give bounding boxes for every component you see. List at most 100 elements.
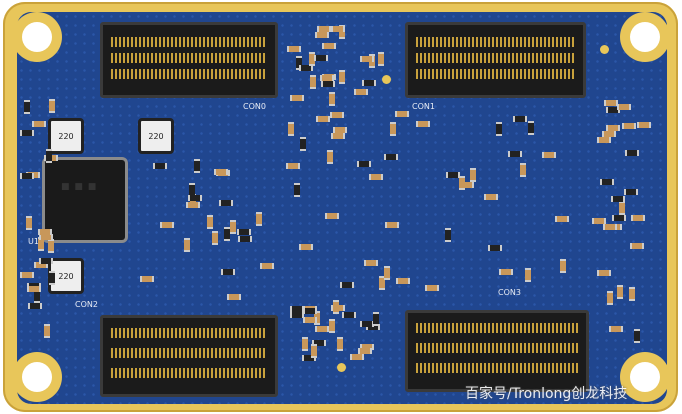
capacitor — [336, 336, 343, 351]
capacitor — [259, 263, 274, 270]
capacitor — [320, 74, 335, 81]
capacitor — [321, 42, 336, 49]
watermark: 百家号/Tronlong创龙科技 — [465, 386, 628, 402]
capacitor — [302, 337, 309, 352]
capacitor — [160, 222, 175, 229]
capacitor — [338, 69, 345, 84]
resistor — [362, 79, 377, 86]
resistor — [611, 215, 626, 222]
capacitor — [316, 26, 331, 33]
resistor — [302, 308, 317, 315]
capacitor — [184, 238, 191, 253]
resistor — [610, 195, 625, 202]
resistor — [290, 312, 305, 319]
capacitor — [591, 217, 606, 224]
resistor — [220, 268, 235, 275]
capacitor — [389, 121, 396, 136]
resistor — [512, 116, 527, 123]
capacitor — [559, 259, 566, 274]
capacitor — [554, 215, 569, 222]
capacitor — [458, 176, 465, 191]
resistor — [372, 311, 379, 326]
capacitor — [396, 278, 411, 285]
capacitor — [27, 286, 42, 293]
resistor — [48, 270, 55, 285]
test-pad — [600, 45, 609, 54]
resistor — [294, 182, 301, 197]
connector-top-left — [100, 22, 278, 98]
capacitor — [43, 323, 50, 338]
capacitor — [606, 125, 621, 132]
capacitor — [617, 104, 632, 111]
capacitor — [326, 149, 333, 164]
resistor — [27, 303, 42, 310]
capacitor — [364, 259, 379, 266]
capacitor — [425, 285, 440, 292]
capacitor — [519, 162, 526, 177]
capacitor — [26, 215, 33, 230]
resistor — [188, 194, 203, 201]
resistor — [339, 282, 354, 289]
capacitor — [618, 200, 625, 215]
capacitor — [469, 168, 476, 183]
capacitor — [357, 348, 372, 355]
capacitor — [606, 291, 613, 306]
resistor — [356, 160, 371, 167]
mounting-hole — [12, 12, 62, 62]
connector-label: CON3 — [498, 288, 521, 297]
capacitor — [314, 32, 329, 39]
resistor — [223, 227, 230, 242]
resistor — [314, 55, 329, 62]
capacitor — [48, 99, 55, 114]
capacitor — [325, 212, 340, 219]
capacitor — [629, 243, 644, 250]
capacitor — [602, 224, 617, 231]
resistor — [312, 339, 327, 346]
capacitor — [498, 268, 513, 275]
test-pad — [337, 363, 346, 372]
resistor — [623, 189, 638, 196]
chip-label: U1 — [28, 237, 39, 246]
capacitor — [207, 214, 214, 229]
capacitor — [288, 121, 295, 136]
capacitor — [332, 299, 339, 314]
resistor — [359, 321, 374, 328]
capacitor — [541, 151, 556, 158]
capacitor — [604, 100, 619, 106]
capacitor — [329, 318, 336, 333]
capacitor — [140, 276, 155, 283]
connector-label: CON1 — [412, 102, 435, 111]
capacitor — [368, 174, 383, 181]
resistor — [605, 107, 620, 114]
capacitor — [377, 51, 384, 66]
resistor — [299, 64, 314, 71]
capacitor — [630, 215, 645, 222]
resistor — [46, 148, 53, 163]
capacitor — [314, 325, 329, 332]
capacitor — [353, 88, 368, 95]
resistor — [496, 121, 503, 136]
capacitor — [384, 221, 399, 228]
resistor — [20, 129, 35, 136]
connector-bottom-right — [405, 310, 589, 392]
mounting-hole — [12, 352, 62, 402]
capacitor — [602, 130, 617, 137]
resistor — [300, 137, 307, 152]
capacitor — [328, 92, 335, 107]
resistor — [624, 150, 639, 157]
capacitor — [256, 212, 263, 227]
capacitor — [360, 56, 375, 63]
capacitor — [227, 294, 242, 301]
capacitor — [310, 75, 317, 90]
capacitor — [483, 194, 498, 201]
capacitor — [211, 231, 218, 246]
capacitor — [609, 326, 624, 333]
capacitor — [229, 219, 236, 234]
capacitor — [213, 168, 228, 175]
resistor — [219, 200, 234, 207]
capacitor — [298, 244, 313, 251]
resistor — [508, 151, 523, 158]
capacitor — [383, 266, 390, 281]
resistor — [24, 100, 31, 115]
resistor — [20, 172, 35, 179]
